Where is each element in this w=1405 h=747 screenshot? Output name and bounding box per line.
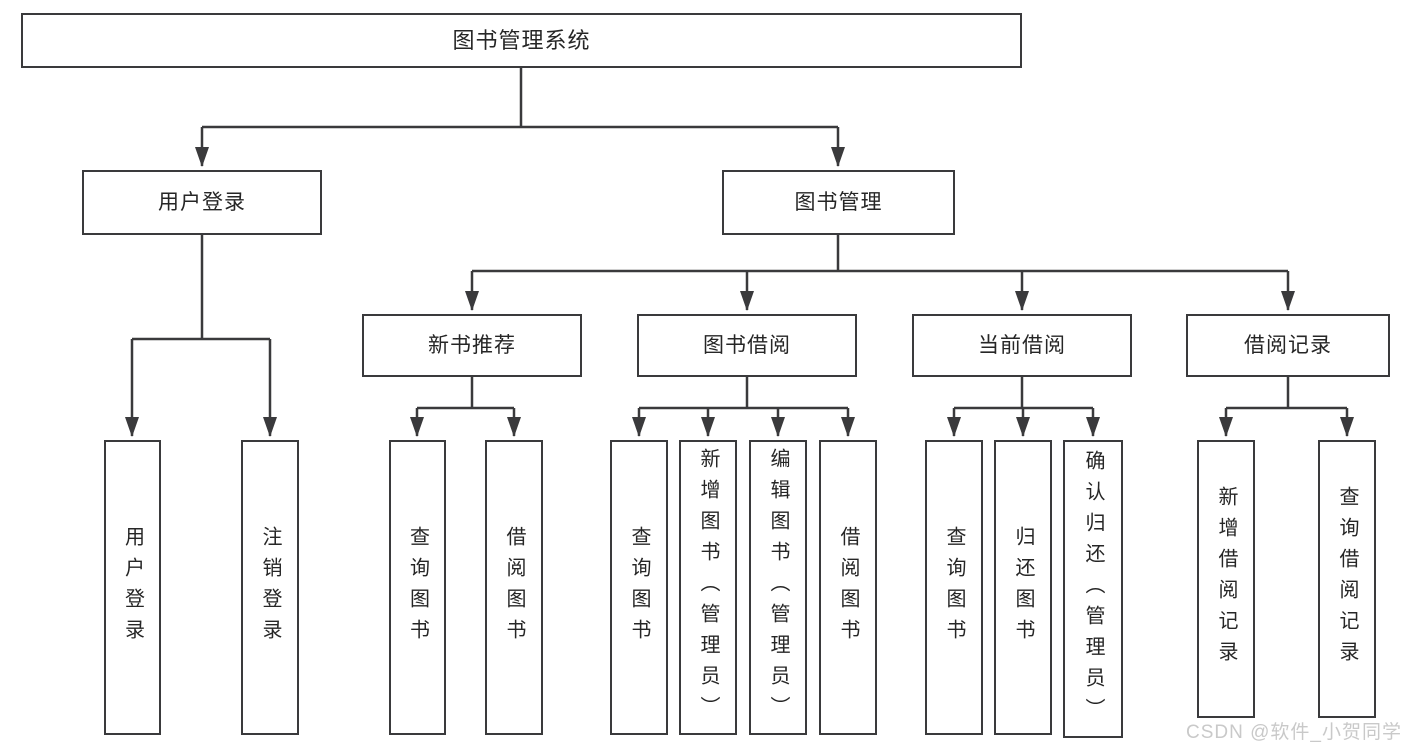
csdn-watermark: CSDN @软件_小贺同学 [1186, 722, 1402, 743]
node-book-management: 图书管理 [722, 170, 955, 235]
connector-current-borrow-split [947, 377, 1100, 437]
node-current-borrowing: 当前借阅 [912, 314, 1132, 377]
node-borrowing-records: 借阅记录 [1186, 314, 1390, 377]
node-user-login: 用户登录 [82, 170, 322, 235]
connector-book-mgmt-split [465, 235, 1295, 311]
node-leaf-borrow-books: 借阅图书 [819, 440, 877, 735]
node-leaf-query-borrow-record: 查询借阅记录 [1318, 440, 1376, 718]
connector-book-borrow-split [632, 377, 855, 437]
node-new-book-recommend: 新书推荐 [362, 314, 582, 377]
connector-borrow-record-split [1219, 377, 1354, 437]
node-leaf-logout: 注销登录 [241, 440, 299, 735]
node-leaf-add-borrow-record: 新增借阅记录 [1197, 440, 1255, 718]
node-leaf-query-books-recommend: 查询图书 [389, 440, 446, 735]
node-leaf-add-book-admin: 新增图书（管理员） [679, 440, 737, 735]
node-leaf-confirm-return-admin: 确认归还（管理员） [1063, 440, 1123, 738]
node-leaf-borrow-books-recommend: 借阅图书 [485, 440, 543, 735]
connector-user-login-split [125, 235, 277, 437]
connector-root-split [195, 68, 845, 167]
node-leaf-edit-book-admin: 编辑图书（管理员） [749, 440, 807, 735]
node-leaf-query-books-current: 查询图书 [925, 440, 983, 735]
node-leaf-query-books-borrow: 查询图书 [610, 440, 668, 735]
connector-new-book-split [410, 377, 521, 437]
node-book-borrowing: 图书借阅 [637, 314, 857, 377]
node-leaf-return-book: 归还图书 [994, 440, 1052, 735]
node-root-system: 图书管理系统 [21, 13, 1022, 68]
node-leaf-user-login: 用户登录 [104, 440, 161, 735]
